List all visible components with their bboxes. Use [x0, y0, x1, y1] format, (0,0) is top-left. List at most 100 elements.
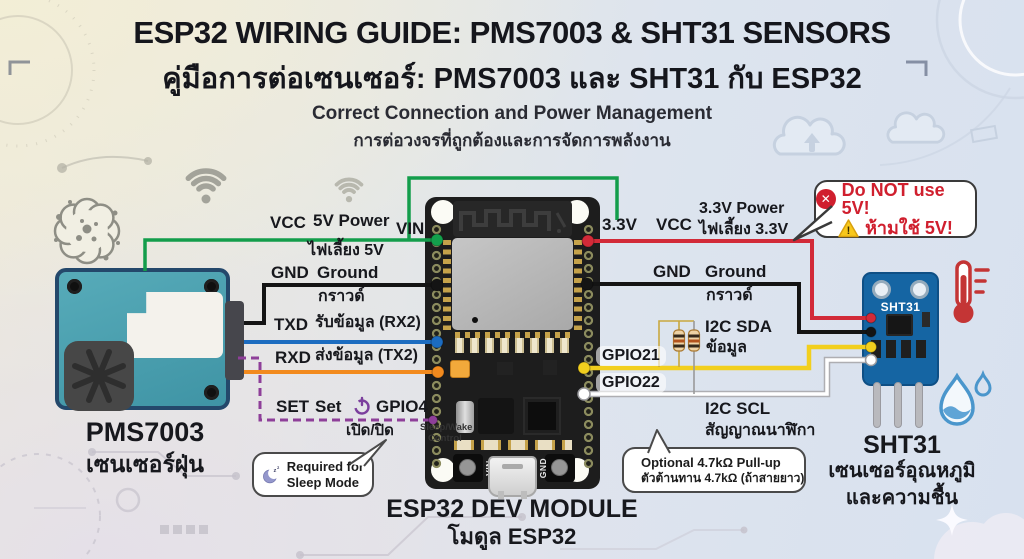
- esp-gpio4-pin-label: GPIO4: [376, 397, 428, 416]
- smd-capacitor: [450, 360, 470, 378]
- pms-set-th-label: เปิด/ปิด: [346, 422, 394, 439]
- sleep-bubble-tail: [349, 439, 387, 467]
- esp-3v3-pin-label: 3.3V: [602, 215, 637, 234]
- sht31-caption-th-1: เซนเซอร์อุณหภูมิ: [828, 460, 976, 482]
- page-subtitle-th: การต่อวงจรที่ถูกต้องและการจัดการพลังงาน: [353, 131, 671, 150]
- screw: [204, 279, 219, 294]
- sht31-chip: [886, 314, 913, 336]
- warning-text-th: ห้ามใช้ 5V!: [865, 218, 953, 238]
- pullup-note-line-1: Optional 4.7kΩ Pull-up: [641, 455, 781, 470]
- esp32-shield: [452, 238, 573, 330]
- pms-gnd-en-label: Ground: [317, 263, 379, 282]
- pms-vcc-en-label: 5V Power: [313, 211, 390, 230]
- pms-set-en-label: Set: [315, 397, 342, 416]
- pullup-note-line-2: ตัวต้านทาน 4.7kΩ (ถ้าสายยาว): [641, 470, 805, 485]
- error-icon: ✕: [816, 188, 836, 209]
- esp32-name: ESP32 DEV MODULE: [386, 495, 638, 523]
- pms7003-label-area: [127, 292, 223, 358]
- pms-rxd-pin-label: RXD: [275, 348, 311, 367]
- pullup-bubble-tail: [647, 429, 671, 454]
- esp32-caption-th: โมดูล ESP32: [447, 524, 577, 549]
- pullup-callout: Optional 4.7kΩ Pull-up ตัวต้านทาน 4.7kΩ …: [622, 447, 806, 493]
- page-title-th: คู่มือการต่อเซนเซอร์: PMS7003 และ SHT31 …: [162, 63, 862, 95]
- i2c-sda-label: I2C SDA: [705, 317, 773, 336]
- pin-header-right: [582, 223, 595, 470]
- voltage-regulator: [478, 398, 514, 434]
- sensor-pin: [915, 382, 923, 428]
- pms-vcc-pin-label: VCC: [270, 213, 306, 232]
- sht-gnd-th-label: กราวด์: [706, 287, 753, 304]
- mounting-hole: [431, 200, 455, 224]
- esp-vin-pin-label: VIN: [396, 219, 425, 238]
- sht31-name: SHT31: [863, 431, 941, 459]
- smd-component: [922, 312, 930, 327]
- capacitor: [456, 401, 474, 433]
- smd-resistors: [454, 440, 572, 450]
- pms-txd-th-label: รับข้อมูล (RX2): [315, 314, 421, 331]
- pms-set-pin-label: SET: [276, 397, 310, 416]
- sleep-wake-note-2: Control: [428, 433, 462, 444]
- sleep-note-line-1: Required for: [286, 458, 364, 474]
- esp-gpio22-pin-label: GPIO22: [596, 373, 666, 393]
- svg-text:!: !: [847, 225, 851, 237]
- i2c-sda-th-label: ข้อมูล: [706, 339, 747, 356]
- water-drops-icon: [939, 370, 992, 426]
- sht31-board-label: SHT31: [880, 300, 921, 314]
- warning-bubble-tail: [792, 205, 833, 242]
- solder-pads: [871, 340, 931, 358]
- pms7003-fan: [64, 341, 134, 411]
- usb-uart-chip: [525, 399, 559, 433]
- pms7003-name: PMS7003: [85, 417, 205, 447]
- pms7003-caption-th: เซนเซอร์ฝุ่น: [85, 451, 205, 477]
- sht-vcc-pin-label: VCC: [656, 215, 692, 234]
- wifi-icon: [185, 168, 227, 204]
- warning-text-en: Do NOT use 5V!: [841, 179, 945, 218]
- screw: [204, 385, 219, 400]
- mounting-hole: [872, 280, 891, 299]
- thermometer-icon: [953, 260, 990, 323]
- warning-callout: ✕ Do NOT use 5V! ! ห้ามใช้ 5V!: [814, 180, 977, 238]
- pms7003-sensor: [55, 268, 244, 411]
- pms-rxd-th-label: ส่งข้อมูล (TX2): [315, 347, 418, 364]
- page-title: ESP32 WIRING GUIDE: PMS7003 & SHT31 SENS…: [133, 15, 891, 50]
- pullup-resistor: [672, 329, 686, 352]
- sht-vcc-en-label: 3.3V Power: [699, 200, 785, 217]
- boot-button: [545, 454, 575, 482]
- smd-chip: [497, 362, 513, 375]
- esp32-antenna: [453, 201, 572, 237]
- sht-gnd-pin-label: GND: [653, 262, 691, 281]
- pms-gnd-pin-label: GND: [271, 263, 309, 282]
- sht31-caption-th-2: และความชื้น: [845, 487, 959, 509]
- esp32-board: VIN GND: [425, 197, 600, 499]
- dust-particles-icon: [53, 197, 121, 265]
- pms-vcc-th-label: ไฟเลี้ยง 5V: [308, 242, 384, 259]
- i2c-scl-label: I2C SCL: [705, 399, 771, 418]
- power-icon: [354, 396, 370, 415]
- moon-icon: z z: [263, 465, 280, 483]
- pms-gnd-th-label: กราวด์: [318, 288, 365, 305]
- solder-pads: [443, 240, 451, 330]
- sleep-note-line-2: Sleep Mode: [286, 474, 359, 490]
- sensor-pin: [894, 382, 902, 428]
- mounting-hole: [910, 280, 929, 299]
- micro-usb-port: [488, 456, 537, 499]
- esp-gpio21-pin-label: GPIO21: [596, 346, 666, 366]
- screw: [67, 279, 82, 294]
- sleep-mode-callout: z z Required for Sleep Mode: [252, 452, 374, 497]
- svg-text:z: z: [277, 465, 279, 470]
- solder-pads: [455, 332, 570, 338]
- warning-icon: !: [838, 218, 859, 237]
- en-button: [453, 454, 483, 482]
- i2c-scl-th-label: สัญญาณนาฬิกา: [705, 422, 816, 439]
- svg-text:z: z: [274, 468, 277, 474]
- sleep-wake-note-1: Sleep/Wake: [420, 422, 473, 433]
- pms-txd-pin-label: TXD: [274, 315, 308, 334]
- sht-gnd-en-label: Ground: [705, 262, 767, 281]
- wifi-icon-small: [334, 177, 364, 203]
- button-label-right: GND: [538, 457, 548, 479]
- sensor-pin: [873, 382, 881, 428]
- sht31-sensor: SHT31: [862, 272, 939, 428]
- smd-components: [455, 338, 570, 353]
- sht-vcc-th-label: ไฟเลี้ยง 3.3V: [699, 221, 789, 238]
